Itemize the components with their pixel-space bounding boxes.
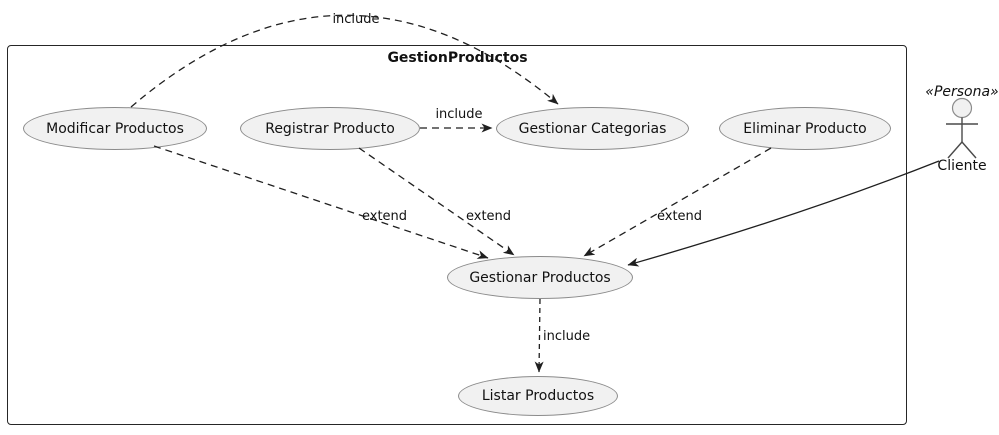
actor-leg-right xyxy=(961,141,977,159)
actor-leg-left xyxy=(947,141,963,159)
edge-label-extend-eliminar: extend xyxy=(657,209,703,224)
package-title: GestionProductos xyxy=(387,50,528,66)
edge-label-include-vertical: include xyxy=(543,329,591,344)
actor-head-icon xyxy=(951,97,973,119)
usecase-label: Registrar Producto xyxy=(265,120,395,137)
edge-label-include-horizontal: include xyxy=(435,107,483,122)
usecase-gestionar-productos: Gestionar Productos xyxy=(447,256,633,299)
usecase-gestionar-categorias: Gestionar Categorias xyxy=(496,107,689,150)
usecase-label: Modificar Productos xyxy=(46,120,184,137)
actor-stereotype: «Persona» xyxy=(925,84,999,100)
edge-label-extend-modificar: extend xyxy=(362,209,408,224)
usecase-label: Listar Productos xyxy=(481,388,595,404)
package-boundary xyxy=(7,45,907,425)
edge-label-extend-registrar: extend xyxy=(466,209,512,224)
usecase-eliminar-producto: Eliminar Producto xyxy=(719,107,891,150)
usecase-listar-productos: Listar Productos xyxy=(458,376,618,416)
usecase-label: Eliminar Producto xyxy=(743,120,867,137)
edge-label-include-top: include xyxy=(332,12,380,27)
actor-name-label: Cliente xyxy=(937,158,987,174)
usecase-label: Gestionar Categorias xyxy=(518,120,667,137)
usecase-registrar-producto: Registrar Producto xyxy=(240,107,420,150)
usecase-modificar-productos: Modificar Productos xyxy=(23,107,207,150)
actor-figure-cliente xyxy=(946,97,978,159)
usecase-label: Gestionar Productos xyxy=(469,269,611,286)
